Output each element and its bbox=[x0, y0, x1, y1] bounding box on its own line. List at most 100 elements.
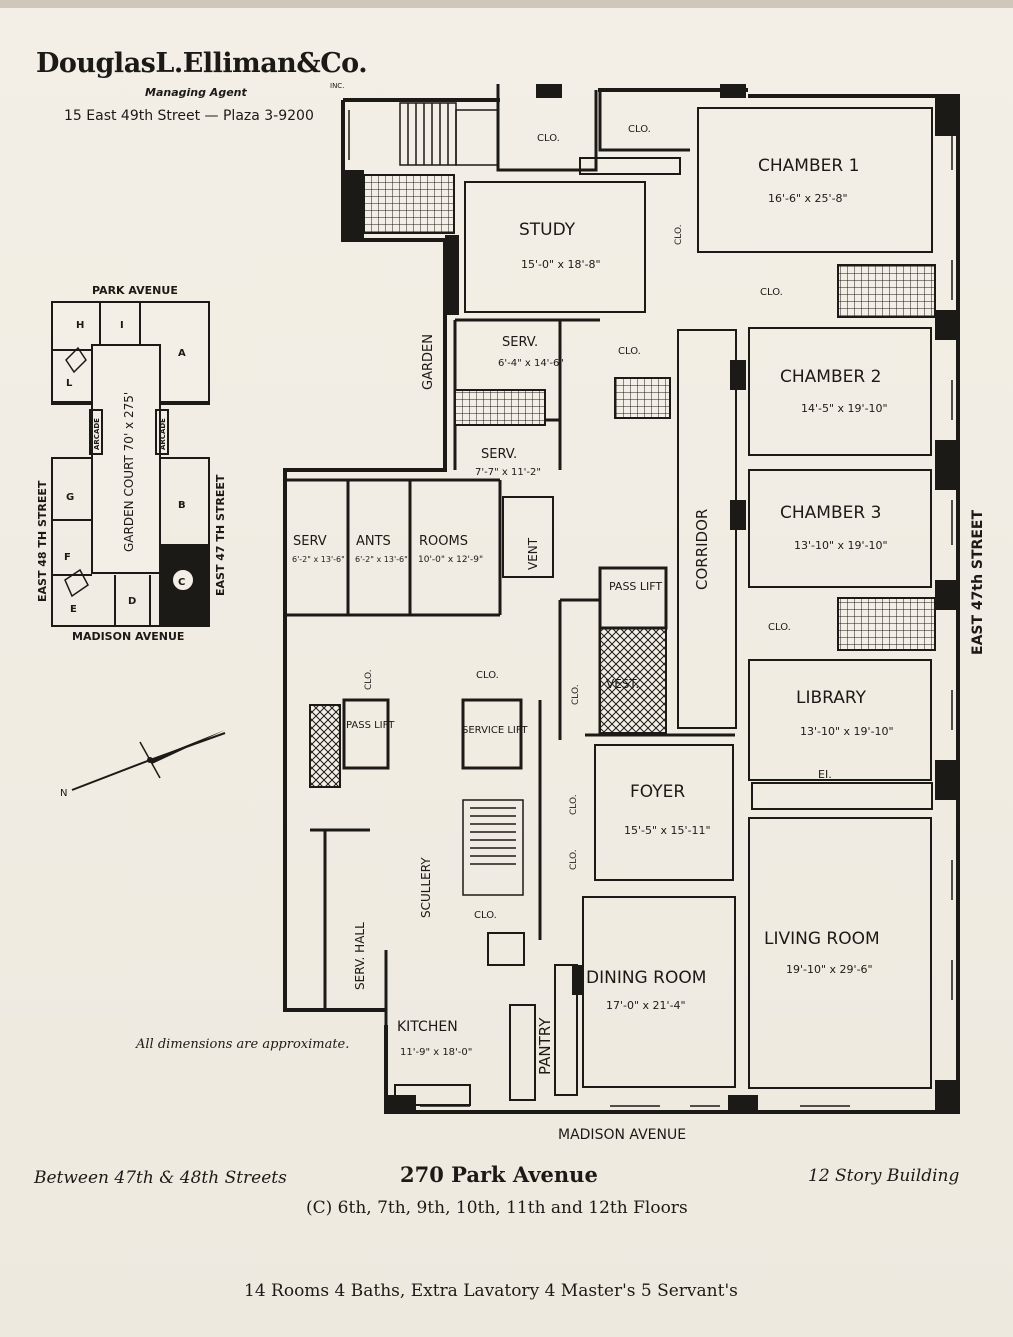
bath-serv bbox=[454, 389, 546, 426]
closet-label-4: CLO. bbox=[618, 346, 641, 357]
site-label-c: C bbox=[178, 577, 185, 588]
serv4-dim: 6'-2" x 13'-6" bbox=[355, 555, 408, 564]
serv5-dim: 10'-0" x 12'-9" bbox=[418, 555, 483, 565]
closet-label-8: CLO. bbox=[674, 224, 684, 245]
pass-lift2-label: PASS LIFT bbox=[346, 720, 395, 731]
closet-label-2: CLO. bbox=[628, 124, 651, 135]
service-lift-box bbox=[461, 698, 523, 770]
site-arcade-west: ARCADE bbox=[93, 418, 101, 450]
living-name: LIVING ROOM bbox=[764, 929, 880, 949]
foyer-dim: 15'-5" x 15'-11" bbox=[624, 824, 711, 837]
chamber1-dim: 16'-6" x 25'-8" bbox=[768, 192, 848, 205]
compass-icon: N bbox=[60, 730, 226, 799]
closet-label-6: CLO. bbox=[476, 670, 499, 681]
closet-label-7: CLO. bbox=[474, 910, 497, 921]
chamber2-dim: 14'-5" x 19'-10" bbox=[801, 402, 888, 415]
library-dim: 13'-10" x 19'-10" bbox=[800, 725, 894, 738]
room-chamber2-outline bbox=[748, 327, 932, 456]
room-chamber1-outline bbox=[697, 107, 933, 253]
windows bbox=[342, 110, 959, 1113]
stairs-north bbox=[399, 102, 499, 166]
site-park-avenue: PARK AVENUE bbox=[92, 284, 178, 297]
agent-inc: INC. bbox=[330, 82, 345, 90]
closet-label-9: CLO. bbox=[364, 669, 374, 690]
room-living-outline bbox=[748, 817, 932, 1089]
room-dining-outline bbox=[582, 896, 736, 1088]
closet-label-1: CLO. bbox=[537, 133, 560, 144]
vestibule-floor bbox=[599, 627, 667, 734]
serv2-dim: 7'-7" x 11'-2" bbox=[475, 467, 541, 478]
study-dim: 15'-0" x 18'-8" bbox=[521, 258, 601, 271]
scullery-label: SCULLERY bbox=[419, 857, 433, 918]
balustrade bbox=[751, 782, 933, 810]
closet-label-5: CLO. bbox=[768, 622, 791, 633]
page-edge bbox=[0, 0, 1013, 8]
site-label-b: B bbox=[178, 500, 186, 511]
site-label-a: A bbox=[178, 348, 186, 359]
pass-lift-box bbox=[598, 566, 668, 630]
garden-label: GARDEN bbox=[421, 334, 436, 390]
serv3-name: SERV bbox=[293, 534, 327, 549]
floor-plan bbox=[283, 84, 960, 1114]
site-arcade-west bbox=[89, 409, 103, 455]
closet-label-3: CLO. bbox=[760, 287, 783, 298]
footer-address: 270 Park Avenue bbox=[400, 1162, 598, 1187]
compass-label: N bbox=[60, 788, 67, 799]
street-east-47th: EAST 47th STREET bbox=[970, 510, 986, 655]
closet-label-10: CLO. bbox=[571, 684, 581, 705]
dining-name: DINING ROOM bbox=[586, 968, 706, 988]
plan-labels: CHAMBER 1 16'-6" x 25'-8" STUDY 15'-0" x… bbox=[292, 124, 986, 1143]
chamber3-name: CHAMBER 3 bbox=[780, 503, 881, 523]
serv5-name: ROOMS bbox=[419, 534, 468, 549]
living-dim: 19'-10" x 29'-6" bbox=[786, 963, 873, 976]
bath-north bbox=[363, 174, 455, 234]
site-garden-court: GARDEN COURT 70' x 275' bbox=[122, 392, 136, 552]
sink bbox=[487, 932, 525, 966]
site-east-47th: EAST 47 TH STREET bbox=[214, 474, 227, 596]
room-vent-outline bbox=[502, 496, 554, 578]
kitchen-name: KITCHEN bbox=[397, 1019, 458, 1035]
footer-rooms: 14 Rooms 4 Baths, Extra Lavatory 4 Maste… bbox=[244, 1281, 738, 1301]
site-arcade-east: ARCADE bbox=[159, 418, 167, 450]
railing bbox=[579, 157, 681, 175]
bath-chamber3 bbox=[837, 597, 936, 651]
pantry-counter bbox=[509, 1004, 536, 1101]
room-chamber3-outline bbox=[748, 469, 932, 588]
serv1-dim: 6'-4" x 14'-6" bbox=[498, 358, 564, 369]
serv4-name: ANTS bbox=[356, 534, 391, 549]
site-label-d: D bbox=[128, 596, 136, 607]
room-library-outline bbox=[748, 659, 932, 781]
footer-stories: 12 Story Building bbox=[808, 1166, 960, 1186]
pantry-label: PANTRY bbox=[536, 1017, 554, 1075]
chamber1-name: CHAMBER 1 bbox=[758, 156, 859, 176]
site-label-e: E bbox=[70, 604, 77, 615]
serv-hall-label: SERV. HALL bbox=[353, 922, 367, 990]
closet-label-12: CLO. bbox=[569, 849, 579, 870]
agent-role: Managing Agent bbox=[145, 86, 247, 99]
vent-label: VENT bbox=[526, 537, 540, 570]
foyer-name: FOYER bbox=[630, 782, 685, 802]
study-name: STUDY bbox=[519, 220, 576, 240]
stairs-south bbox=[462, 799, 524, 896]
lift-shaft bbox=[309, 704, 341, 788]
elevator-label: EI. bbox=[818, 768, 832, 781]
bath-chamber1 bbox=[837, 264, 936, 318]
pass-lift-label: PASS LIFT bbox=[609, 580, 662, 593]
corridor-label: CORRIDOR bbox=[693, 509, 711, 590]
site-madison-avenue: MADISON AVENUE bbox=[72, 630, 184, 643]
pantry-shelf bbox=[554, 964, 578, 1096]
serv3-dim: 6'-2" x 13'-6" bbox=[292, 555, 345, 564]
site-east-48th: EAST 48 TH STREET bbox=[36, 480, 49, 602]
footer-location: Between 47th & 48th Streets bbox=[34, 1168, 287, 1188]
room-study-outline bbox=[464, 181, 646, 313]
site-label-f: F bbox=[64, 552, 71, 563]
room-corridor-outline bbox=[677, 329, 737, 729]
footer-floors: (C) 6th, 7th, 9th, 10th, 11th and 12th F… bbox=[306, 1198, 688, 1218]
kitchen-range bbox=[394, 1084, 471, 1106]
site-plan bbox=[51, 301, 210, 627]
pass-lift2-box bbox=[342, 698, 390, 770]
serv2-name: SERV. bbox=[481, 447, 517, 462]
bath-lavatory bbox=[614, 377, 671, 419]
